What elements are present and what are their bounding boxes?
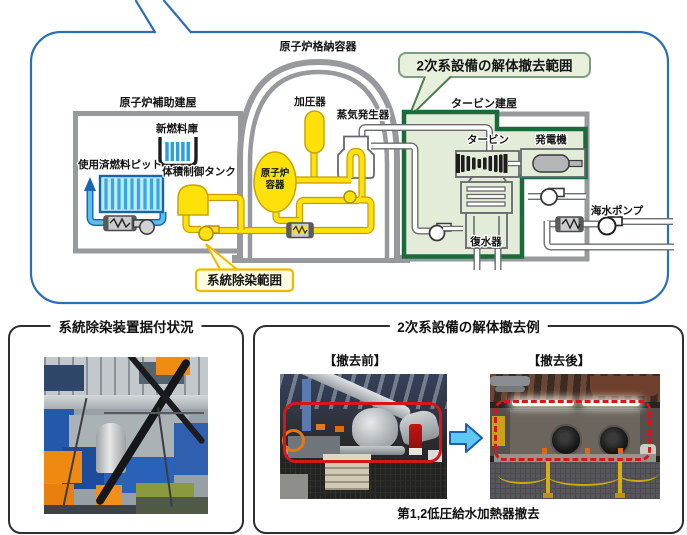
reactor-vessel-label-2: 容器 bbox=[264, 179, 285, 191]
generator-unit bbox=[520, 148, 586, 178]
photo-after-removal bbox=[490, 374, 660, 499]
reactor-vessel-label-1: 原子炉 bbox=[261, 167, 290, 179]
photo-art bbox=[618, 460, 622, 496]
volume-control-tank-body bbox=[177, 184, 209, 216]
decon-install-title: 系統除染装置据付状況 bbox=[50, 316, 202, 336]
aux-yellow-pump-icon bbox=[198, 225, 220, 242]
photo-art bbox=[44, 365, 84, 391]
decon-scope-callout bbox=[194, 243, 295, 293]
decon-install-panel: 系統除染装置据付状況 bbox=[8, 316, 244, 534]
plant-schematic: 原子炉格納容器 2次系設備の解体撤去範囲 原子炉補助建屋 タービン建屋 加圧器 … bbox=[29, 0, 687, 305]
reactor-vessel-body bbox=[253, 151, 297, 213]
photo-art bbox=[325, 462, 369, 490]
photo-art bbox=[498, 466, 548, 484]
photo-art bbox=[104, 412, 204, 414]
condenser-unit bbox=[460, 181, 513, 249]
photo-art bbox=[582, 400, 640, 406]
photo-art bbox=[409, 448, 422, 455]
removal-example-panel: 2次系設備の解体撤去例 【撤去前】 【撤去後】 bbox=[253, 316, 684, 534]
coolant-pump-icon bbox=[343, 190, 357, 204]
containment-label: 原子炉格納容器 bbox=[280, 39, 358, 53]
pit-pump-icon bbox=[132, 219, 155, 235]
new-fuel-rack bbox=[158, 137, 198, 168]
photo-art bbox=[44, 395, 208, 409]
generator-label: 発電機 bbox=[534, 133, 567, 146]
seawater-hx-icon bbox=[555, 216, 584, 233]
photo-art bbox=[44, 451, 82, 483]
photo-art bbox=[490, 376, 530, 386]
photo-art bbox=[512, 400, 574, 406]
photo-art bbox=[136, 483, 194, 497]
photo-art bbox=[495, 386, 525, 392]
turbine-label: タービン bbox=[467, 133, 509, 146]
photo-art bbox=[352, 408, 398, 450]
spent-fuel-pit-label: 使用済燃料ピット bbox=[77, 158, 162, 171]
photo-art bbox=[618, 466, 658, 482]
photo-art bbox=[316, 424, 325, 430]
flow-arrow bbox=[84, 177, 96, 191]
highlight-box-after bbox=[494, 400, 651, 461]
photo-art bbox=[335, 426, 344, 432]
photo-art bbox=[546, 460, 550, 496]
photo-art bbox=[542, 448, 547, 457]
decon-scope-label: 系統除染範囲 bbox=[207, 273, 282, 288]
photo-art bbox=[44, 505, 136, 514]
removal-example-title: 2次系設備の解体撤去例 bbox=[389, 316, 548, 336]
photo-decon-installation bbox=[44, 357, 208, 514]
removal-caption: 第1,2低圧給水加熱器撤去 bbox=[397, 507, 540, 521]
photo-art bbox=[590, 376, 660, 396]
aux-building-label: 原子炉補助建屋 bbox=[120, 95, 197, 109]
photo-art bbox=[409, 424, 422, 450]
feedwater-pump-icon bbox=[428, 222, 464, 242]
photo-art bbox=[285, 446, 405, 455]
before-label: 【撤去前】 bbox=[323, 354, 387, 368]
new-fuel-label: 新燃料庫 bbox=[156, 122, 198, 135]
callout-tail bbox=[135, 0, 192, 34]
transition-arrow-icon bbox=[449, 423, 483, 453]
pressurizer-label: 加圧器 bbox=[293, 95, 326, 108]
after-label: 【撤去後】 bbox=[527, 354, 591, 368]
photo-art bbox=[548, 466, 620, 486]
letdown-hx-icon bbox=[286, 222, 314, 239]
removal-scope-callout-label: 2次系設備の解体撤去範囲 bbox=[416, 58, 572, 74]
photo-art bbox=[280, 474, 308, 499]
photo-art bbox=[618, 448, 623, 457]
steam-generator-label: 蒸気発生器 bbox=[337, 108, 390, 121]
building-pump-icon bbox=[540, 187, 565, 206]
photo-art bbox=[323, 454, 371, 462]
photo-before-removal bbox=[280, 374, 447, 499]
highlight-box-before bbox=[283, 402, 442, 463]
steam-generator-body bbox=[337, 135, 375, 179]
removal-scope-callout bbox=[398, 52, 591, 112]
spent-fuel-circuit bbox=[84, 174, 163, 235]
photo-art bbox=[615, 493, 625, 498]
seawater-pump-icon bbox=[597, 216, 623, 236]
photo-art bbox=[543, 493, 553, 498]
seawater-pump-label: 海水ポンプ bbox=[591, 204, 644, 217]
pit-hx-icon bbox=[103, 215, 137, 232]
volume-control-tank-label: 体積制御タンク bbox=[162, 165, 236, 178]
turbine-building-label: タービン建屋 bbox=[451, 96, 517, 110]
condenser-label: 復水器 bbox=[469, 235, 502, 248]
pressurizer-body bbox=[304, 110, 325, 154]
photo-art bbox=[302, 379, 311, 431]
photo-art bbox=[585, 448, 590, 457]
